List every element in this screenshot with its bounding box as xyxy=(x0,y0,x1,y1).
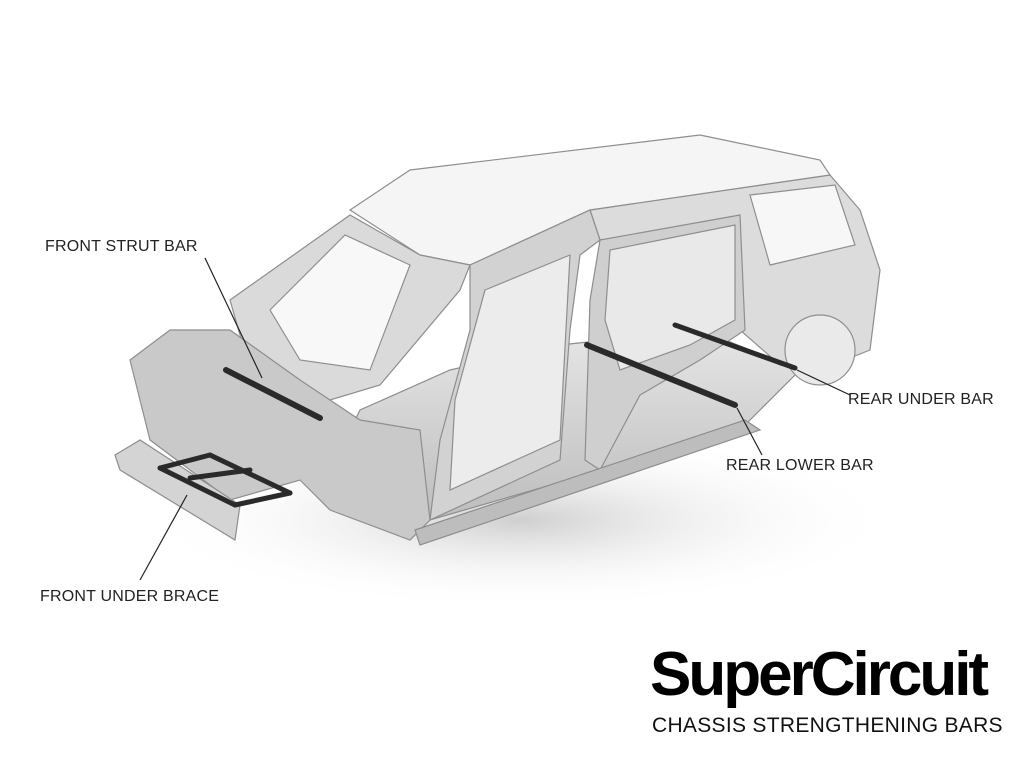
leader-front-strut-bar xyxy=(204,257,263,379)
leader-rear-lower-bar xyxy=(736,407,763,456)
brand-tagline: CHASSIS STRENGTHENING BARS xyxy=(652,714,1003,737)
car-body-shell xyxy=(114,134,881,546)
label-front-under-brace: FRONT UNDER BRACE xyxy=(40,588,220,605)
label-rear-lower-bar: REAR LOWER BAR xyxy=(726,457,874,474)
leader-rear-under-bar xyxy=(796,369,851,396)
rear-under-bar xyxy=(672,322,798,371)
label-front-strut-bar: FRONT STRUT BAR xyxy=(45,238,198,255)
rear-lower-bar xyxy=(584,342,738,408)
label-rear-under-bar: REAR UNDER BAR xyxy=(848,391,994,408)
brand-logo: SuperCircuit xyxy=(650,640,989,709)
front-under-brace xyxy=(157,452,293,508)
front-strut-bar xyxy=(223,367,323,421)
leader-front-under-brace xyxy=(139,494,188,581)
